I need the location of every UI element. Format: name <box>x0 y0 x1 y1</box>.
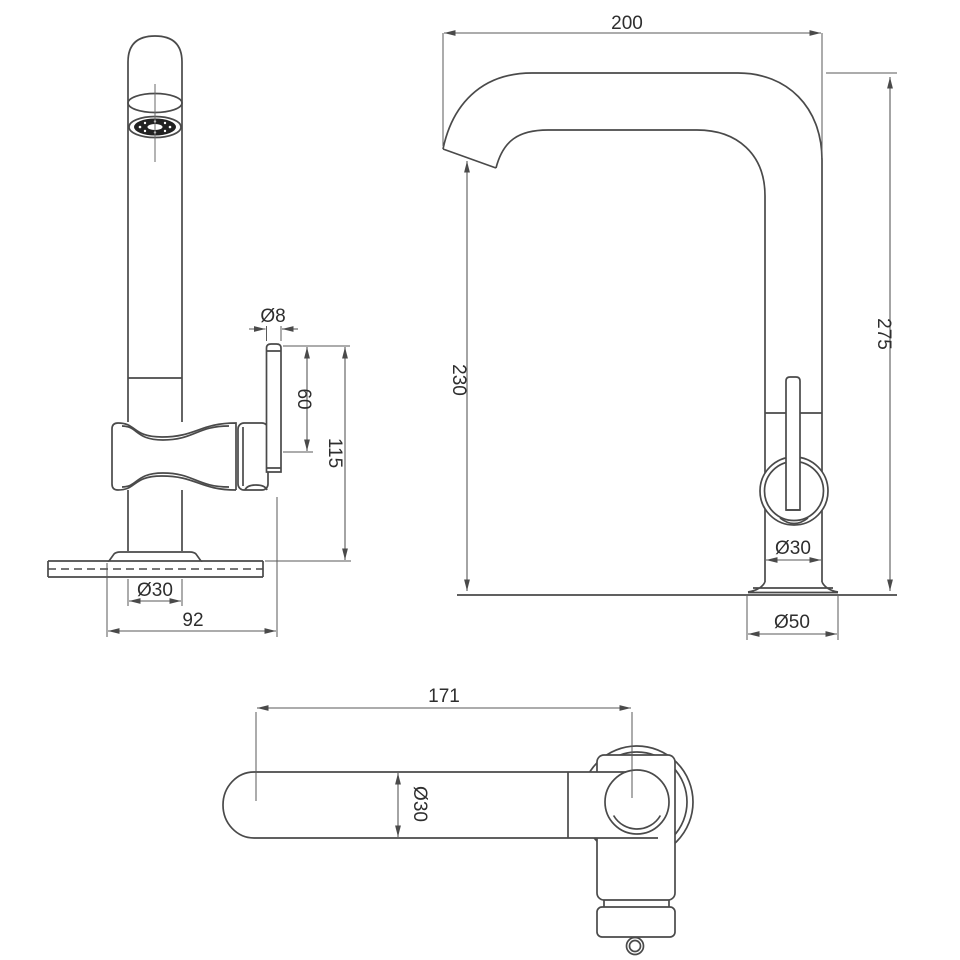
front-lever-caps <box>266 350 281 469</box>
dim-label-handle-diameter: Ø8 <box>260 306 285 327</box>
dim-label-base-diameter: Ø50 <box>774 612 810 633</box>
front-ext-lines <box>106 326 351 637</box>
top-view: 171 Ø30 <box>222 686 694 956</box>
front-countertop <box>47 560 264 578</box>
top-spout-outline <box>222 771 658 839</box>
dim-label-depth: 92 <box>182 610 203 631</box>
dim-label-outlet-height: 230 <box>448 364 469 396</box>
top-body-step <box>603 900 670 907</box>
front-escutcheon <box>107 551 203 562</box>
side-spout-outlet-face <box>442 148 497 169</box>
top-ext-lines <box>255 712 633 801</box>
dim-label-top-spout-diameter: Ø30 <box>409 786 430 822</box>
side-spout-inner <box>495 129 766 582</box>
side-view: 200 230 275 Ø30 Ø50 <box>442 13 897 640</box>
top-hose-ring-inner <box>628 939 642 953</box>
dim-label-spout-reach: 200 <box>611 13 643 34</box>
front-housing-knob <box>244 484 268 491</box>
top-hose-ring-outer <box>625 936 645 956</box>
front-lower-column <box>127 490 183 551</box>
front-view: Ø8 60 115 Ø30 92 <box>47 35 351 637</box>
side-ext-lines <box>442 33 897 640</box>
side-ball-socket-arc <box>779 517 809 525</box>
front-handle-lever <box>265 343 282 473</box>
front-body <box>111 422 237 491</box>
dim-label-handle-length: 60 <box>293 388 314 409</box>
top-spout-fill <box>223 772 658 838</box>
top-column-circle <box>604 769 670 835</box>
top-rear-block <box>596 906 676 938</box>
top-column-inner-arc <box>612 815 662 830</box>
dim-label-front-column-diameter: Ø30 <box>137 580 173 601</box>
side-handle-lever <box>785 376 801 511</box>
side-base-flare <box>747 581 839 594</box>
dim-label-side-body-diameter: Ø30 <box>775 538 811 559</box>
side-spout-outer <box>442 72 823 582</box>
dim-label-overall-height: 275 <box>873 318 894 350</box>
front-body-inner-chamfer <box>121 425 230 488</box>
dim-label-handle-height: 115 <box>324 438 345 468</box>
dim-label-spout-length: 171 <box>428 686 460 707</box>
front-spout-column <box>127 35 183 422</box>
